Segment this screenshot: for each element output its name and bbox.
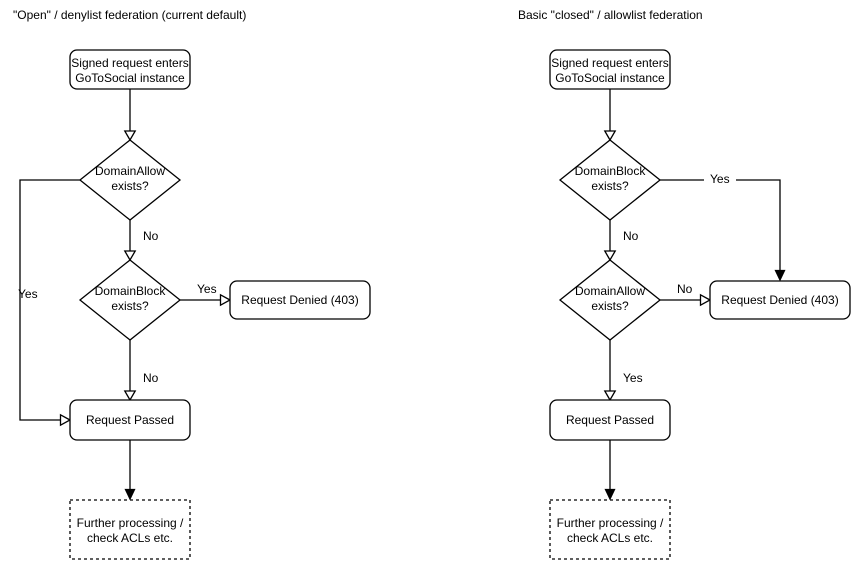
arrowhead [604,488,616,501]
left-decision1-label-line2: exists? [111,179,149,193]
flowchart-open-denylist: "Open" / denylist federation (current de… [13,8,371,560]
right-decision1-label-line2: exists? [591,179,629,193]
arrowhead [603,250,617,262]
left-passed-label: Request Passed [86,413,174,427]
arrowhead [774,269,786,282]
flowchart-closed-allowlist: Basic "closed" / allowlist federation Si… [518,8,851,560]
right-decision1-label-line1: DomainBlock [575,164,647,178]
arrowhead [123,250,137,262]
left-start-label-line2: GoToSocial instance [75,71,185,85]
arrowhead [699,293,712,307]
right-decision2-label-line1: DomainAllow [575,284,645,298]
right-decision2-label-line2: exists? [591,299,629,313]
left-label-decision2-no: No [143,371,159,385]
arrowhead [603,390,617,402]
left-decision1-label-line1: DomainAllow [95,164,165,178]
left-start-label-line1: Signed request enters [71,56,188,70]
left-further-label-line1: Further processing / [77,516,184,530]
left-further-node [69,499,191,560]
right-label-decision1-no: No [623,229,639,243]
arrowhead [124,488,136,501]
right-further-label-line1: Further processing / [557,516,664,530]
left-denied-label: Request Denied (403) [241,293,358,307]
left-label-decision2-yes: Yes [197,282,217,296]
right-label-decision2-yes: Yes [623,371,643,385]
left-label-decision1-yes: Yes [18,287,38,301]
left-edge-decision1-yes [19,179,80,421]
right-start-label-line2: GoToSocial instance [555,71,665,85]
right-label-decision2-no: No [677,282,693,296]
arrowhead [603,130,617,142]
right-label-decision1-yes-bg [704,172,736,186]
right-chart-title: Basic "closed" / allowlist federation [518,8,703,22]
right-passed-label: Request Passed [566,413,654,427]
arrowhead [59,413,72,427]
right-start-label-line1: Signed request enters [551,56,668,70]
right-label-decision1-yes: Yes [710,172,730,186]
left-further-label-line2: check ACLs etc. [87,531,173,545]
left-chart-title: "Open" / denylist federation (current de… [13,8,246,22]
right-further-node [549,499,671,560]
left-denied-node [229,280,371,320]
left-decision2-label-line2: exists? [111,299,149,313]
arrowhead [219,293,232,307]
right-denied-node [709,280,851,320]
right-edge-decision1-yes [660,179,781,270]
left-label-decision1-no: No [143,229,159,243]
right-denied-label: Request Denied (403) [721,293,838,307]
left-decision2-label-line1: DomainBlock [95,284,167,298]
arrowhead [123,390,137,402]
arrowhead [123,130,137,142]
right-further-label-line2: check ACLs etc. [567,531,653,545]
